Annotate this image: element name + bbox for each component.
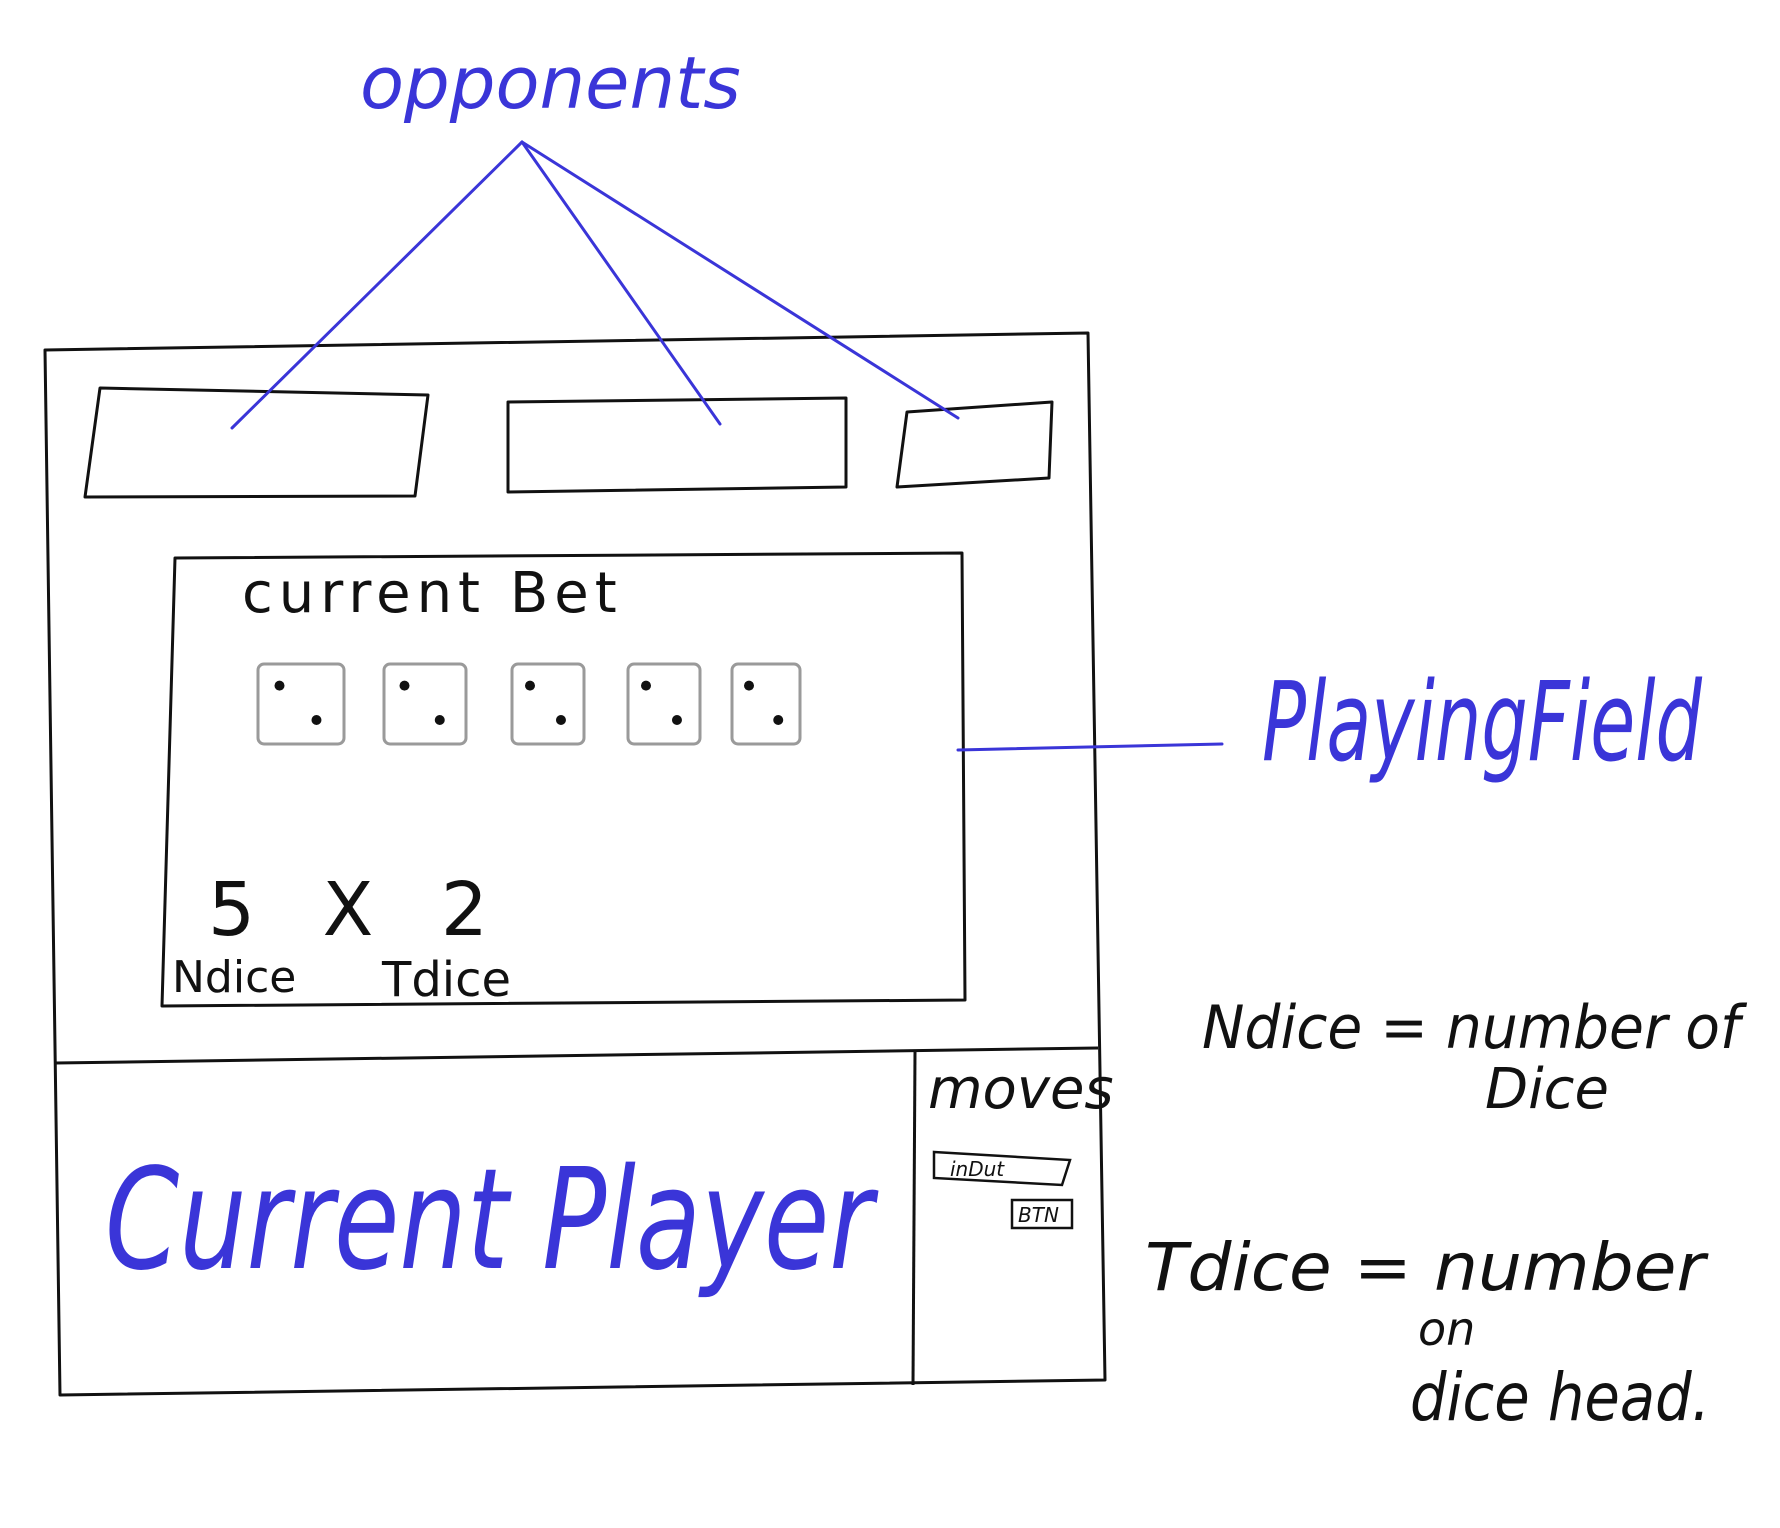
ndice-caption: Ndice (172, 952, 296, 1003)
die-2 (382, 662, 468, 746)
opponent-box-1 (83, 386, 430, 499)
die-3 (510, 662, 586, 746)
opponents-label: opponents (360, 41, 741, 125)
current-player-label: Current Player (105, 1139, 879, 1302)
opponent-box-2 (506, 396, 848, 494)
moves-input-label: inDut (950, 1157, 1005, 1181)
die-3-pip-2 (555, 715, 566, 725)
die-4-pip-1 (641, 680, 651, 691)
die-1 (256, 662, 346, 746)
moves-panel-divider (911, 1051, 917, 1386)
moves-input-field[interactable]: inDut (932, 1150, 1072, 1187)
playing-field-pointer-line (956, 742, 1224, 752)
die-5-pip-2 (773, 715, 784, 725)
die-4 (626, 662, 702, 746)
current-player-top-border (55, 1046, 1099, 1065)
moves-button-label: BTN (1018, 1203, 1059, 1227)
ndice-definition-line1: Ndice = number of (1202, 993, 1747, 1063)
ndice-definition-line2: Dice (1485, 1057, 1609, 1122)
die-3-pip-1 (525, 680, 535, 691)
current-bet-title: current Bet (242, 561, 623, 626)
tdice-definition-line3: dice head. (1410, 1359, 1710, 1436)
opponent-box-3 (895, 400, 1054, 489)
die-1-pip-2 (311, 715, 322, 725)
bet-value: 5 X 2 (208, 867, 510, 953)
tdice-definition-line1: Tdice = number (1145, 1229, 1709, 1306)
moves-title: moves (928, 1057, 1114, 1122)
playing-field-box (160, 551, 967, 1008)
moves-button[interactable]: BTN (1010, 1198, 1074, 1230)
die-4-pip-2 (671, 715, 682, 725)
die-5-pip-1 (744, 680, 754, 691)
die-2-pip-1 (399, 680, 410, 691)
die-5 (730, 662, 802, 746)
tdice-caption: Tdice (381, 952, 511, 1008)
die-2-pip-2 (434, 715, 445, 725)
die-1-pip-1 (274, 680, 285, 691)
playing-field-label: PlayingField (1262, 658, 1703, 786)
opponents-pointer-lines (230, 140, 960, 430)
tdice-definition-line2: on (1418, 1302, 1475, 1356)
dice-row (256, 662, 802, 746)
game-window-frame (43, 331, 1107, 1397)
